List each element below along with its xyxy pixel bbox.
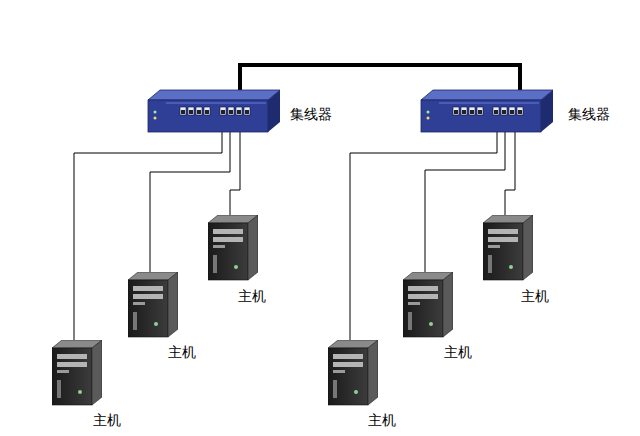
host-tower-icon — [403, 272, 453, 338]
host-node: 主机 — [328, 340, 398, 430]
host-node: 主机 — [52, 340, 123, 430]
backbone-cable — [240, 65, 520, 91]
host-label: 主机 — [444, 344, 472, 361]
network-cable — [230, 132, 240, 219]
network-cable — [350, 132, 497, 344]
host-tower-icon — [52, 340, 102, 406]
host-label: 主机 — [368, 412, 396, 429]
network-cable — [505, 132, 515, 219]
host-node: 主机 — [403, 272, 474, 362]
host-tower-icon — [128, 272, 178, 338]
host-tower-icon — [328, 340, 378, 406]
host-node: 主机 — [128, 272, 198, 362]
host-label: 主机 — [93, 412, 121, 429]
hub-label: 集线器 — [290, 106, 332, 123]
hub-icon — [419, 88, 555, 134]
host-tower-icon — [208, 215, 258, 281]
network-cable — [74, 132, 222, 344]
host-node: 主机 — [208, 215, 268, 306]
host-tower-icon — [483, 215, 533, 281]
hub-icon — [146, 88, 282, 134]
hub-node: 集线器 — [146, 88, 334, 134]
host-node: 主机 — [483, 215, 551, 306]
host-label: 主机 — [238, 288, 266, 305]
hub-label: 集线器 — [568, 106, 610, 123]
hub-node: 集线器 — [419, 88, 612, 134]
host-label: 主机 — [521, 288, 549, 305]
host-label: 主机 — [168, 344, 196, 361]
